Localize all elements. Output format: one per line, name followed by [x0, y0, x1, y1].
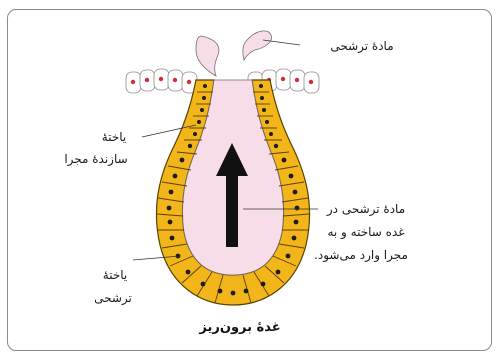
secretion-droplet-left — [196, 36, 219, 76]
label-secretion-inside-line1: مادهٔ ترشحی در — [326, 202, 405, 217]
label-secretory-cell-line2: ترشحی — [94, 291, 132, 306]
figure-title: غدهٔ برون‌ریز — [198, 320, 280, 335]
label-secretion-inside-line3: مجرا وارد می‌شود. — [314, 248, 408, 263]
label-secretory-cell-line1: یاختهٔ — [103, 268, 127, 282]
label-duct-cell-line1: یاختهٔ — [102, 130, 126, 144]
label-duct-cell-line2: سازندهٔ مجرا — [64, 152, 127, 167]
secretion-droplet-right — [243, 31, 272, 60]
label-secretion-inside-line2: غده ساخته و به — [327, 225, 404, 240]
label-secretion-top: مادهٔ ترشحی — [330, 39, 393, 54]
